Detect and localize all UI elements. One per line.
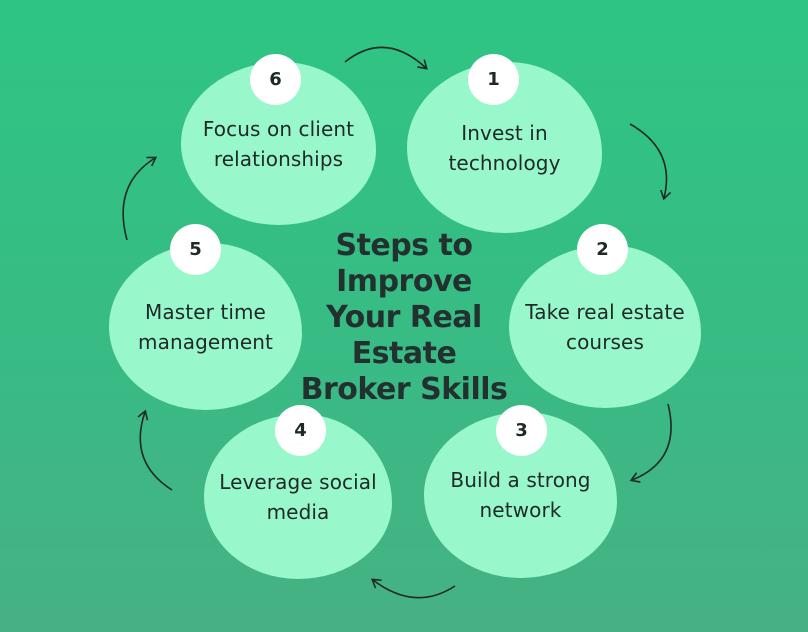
step-1-badge: 1: [468, 54, 519, 105]
step-4-badge: 4: [275, 405, 326, 456]
curved-arrow-icon: [122, 156, 158, 241]
step-4-label: Leverage social media: [219, 469, 377, 524]
curved-arrow-icon: [629, 403, 672, 483]
step-2-badge: 2: [577, 224, 628, 275]
step-2-label: Take real estate courses: [525, 299, 685, 354]
step-1-blob: Invest in technology: [407, 62, 602, 233]
step-5-badge: 5: [170, 224, 221, 275]
title-line: Improve: [336, 264, 472, 299]
title-line: Your Real: [326, 300, 482, 335]
curved-arrow-icon: [371, 578, 456, 599]
diagram-title: Steps to Improve Your Real Estate Broker…: [294, 228, 514, 408]
curved-arrow-icon: [137, 409, 173, 491]
step-6-blob: Focus on client relationships: [181, 62, 376, 225]
title-line: Broker Skills: [300, 372, 508, 407]
title-line: Estate: [351, 336, 457, 371]
step-6-badge: 6: [250, 54, 301, 105]
curved-arrow-icon: [344, 46, 428, 70]
step-1-label: Invest in technology: [448, 120, 561, 175]
curved-arrow-icon: [629, 123, 672, 201]
step-3-badge: 3: [496, 405, 547, 456]
title-line: Steps to: [335, 228, 473, 263]
step-5-label: Master time management: [138, 299, 273, 354]
step-3-label: Build a strong network: [450, 468, 591, 522]
step-6-label: Focus on client relationships: [202, 116, 355, 171]
